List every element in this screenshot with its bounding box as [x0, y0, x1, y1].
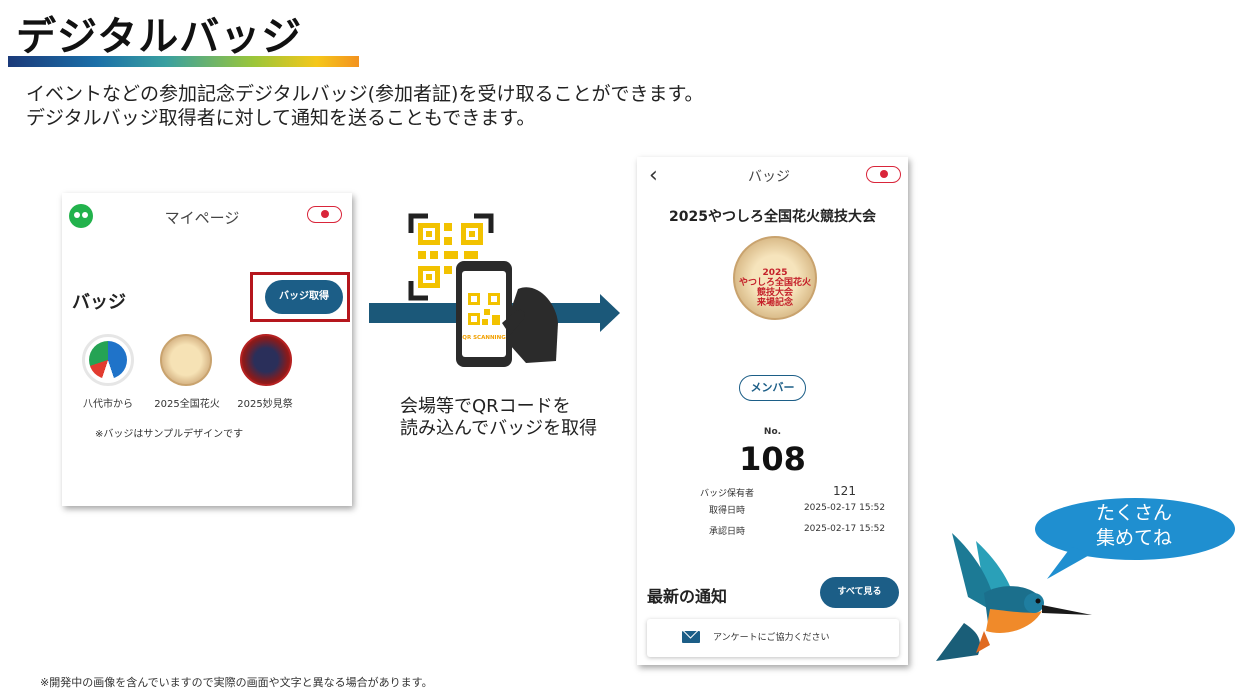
- title-gradient-bar: [8, 56, 359, 67]
- description-line-2: デジタルバッジ取得者に対して通知を送ることもできます。: [26, 107, 536, 129]
- see-all-button[interactable]: すべて見る: [820, 577, 899, 608]
- scan-caption-line-2: 読み込んでバッジを取得: [400, 418, 598, 439]
- app-logo-icon: [69, 204, 93, 228]
- apple-icon[interactable]: [307, 206, 342, 223]
- get-badge-button[interactable]: バッジ取得: [265, 280, 343, 314]
- news-list-item[interactable]: アンケートにご協力ください: [647, 619, 899, 657]
- badge-detail-screen: ‹ バッジ 2025やつしろ全国花火競技大会 2025 やつしろ全国花火 競技大…: [637, 157, 908, 665]
- sample-design-note: ※バッジはサンプルデザインです: [95, 429, 244, 440]
- qr-scanning-label: QR SCANNING: [462, 335, 506, 341]
- bubble-text: たくさん 集めてね: [1054, 501, 1214, 551]
- apple-icon[interactable]: [866, 166, 901, 183]
- news-item-text: アンケートにご協力ください: [713, 633, 830, 643]
- footnote: ※開発中の画像を含んでいますので実際の画面や文字と異なる場合があります。: [40, 676, 433, 689]
- latest-news-title: 最新の通知: [647, 587, 728, 606]
- scan-caption-line-1: 会場等でQRコードを: [400, 396, 571, 417]
- badge-yatsushiro-icon[interactable]: [82, 334, 134, 386]
- mypage-header: マイページ: [164, 209, 240, 227]
- description-line-1: イベントなどの参加記念デジタルバッジ(参加者証)を受け取ることができます。: [26, 83, 704, 105]
- kingfisher-mascot-icon: [936, 533, 1092, 661]
- mail-icon: [682, 631, 700, 643]
- badge-label: 2025全国花火: [154, 399, 220, 410]
- badge-art-commemoration: 来場記念: [756, 298, 793, 308]
- badge-myokensai-icon[interactable]: [240, 334, 292, 386]
- fireworks-badge-image: 2025 やつしろ全国花火 競技大会 来場記念: [733, 236, 817, 320]
- approved-value: 2025-02-17 15:52: [803, 524, 886, 534]
- slide-description: イベントなどの参加記念デジタルバッジ(参加者証)を受け取ることができます。 デジ…: [26, 82, 704, 130]
- holders-value: 121: [833, 484, 856, 498]
- bubble-line-1: たくさん: [1095, 502, 1172, 524]
- bubble-line-2: 集めてね: [1095, 527, 1172, 549]
- badge-fireworks-icon[interactable]: [160, 334, 212, 386]
- badge-art-name: やつしろ全国花火: [739, 278, 812, 288]
- number-value: 108: [739, 440, 806, 478]
- member-pill: メンバー: [739, 375, 806, 401]
- badge-label: 2025妙見祭: [237, 399, 293, 410]
- acquired-value: 2025-02-17 15:52: [803, 503, 886, 513]
- acquired-label: 取得日時: [708, 506, 745, 516]
- slide-title: デジタルバッジ: [16, 14, 303, 60]
- badge-art-text: 2025 やつしろ全国花火 競技大会 来場記念: [739, 268, 811, 308]
- badge-detail-header: バッジ: [748, 169, 790, 185]
- flow-arrow-head: [600, 294, 620, 332]
- number-label: No.: [763, 427, 782, 437]
- holders-label: バッジ保有者: [699, 489, 754, 499]
- badge-section-title: バッジ: [72, 292, 126, 313]
- approved-label: 承認日時: [708, 527, 745, 537]
- badge-label: 八代市から: [83, 399, 133, 410]
- speech-bubble: [1035, 498, 1235, 579]
- event-title: 2025やつしろ全国花火競技大会: [669, 209, 876, 225]
- back-chevron-icon[interactable]: ‹: [649, 163, 658, 188]
- badge-art-year: 2025: [762, 268, 788, 278]
- mypage-screen: マイページ バッジ バッジ取得 八代市から 2025全国花火 2025妙見祭 ※…: [62, 193, 352, 506]
- highlight-box: [250, 272, 350, 322]
- badge-art-event: 競技大会: [756, 288, 793, 298]
- qr-scan-illustration: QR SCANNING: [408, 213, 558, 367]
- scan-caption: 会場等でQRコードを 読み込んでバッジを取得: [400, 396, 597, 440]
